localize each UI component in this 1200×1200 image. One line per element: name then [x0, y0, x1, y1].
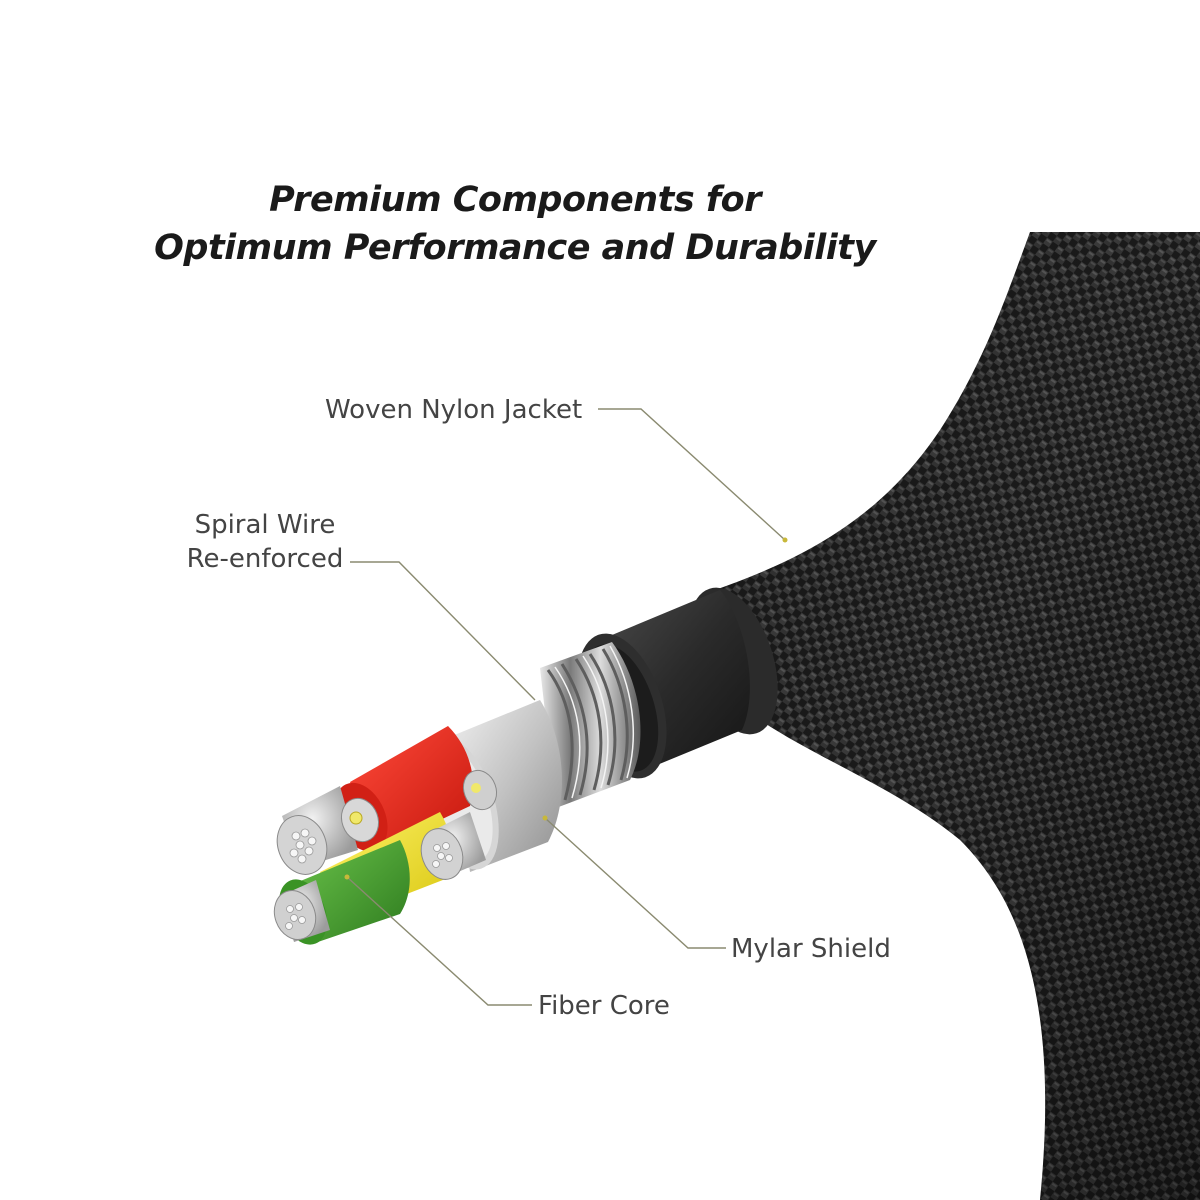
label-woven-nylon-jacket: Woven Nylon Jacket: [325, 395, 583, 425]
spiral-wire-shield: [540, 642, 641, 808]
headline-line-2: Optimum Performance and Durability: [154, 228, 876, 268]
woven-nylon-jacket: [688, 232, 1200, 1200]
label-fiber-core: Fiber Core: [538, 991, 670, 1021]
leader-dots: [344, 537, 788, 880]
leader-woven-jacket: [598, 408, 786, 541]
strand-bundle-left: [276, 786, 358, 875]
strand-bundle-right: [420, 812, 486, 880]
headline-line-1: Premium Components for: [269, 180, 761, 220]
label-spiral-wire-line-2: Re-enforced: [186, 544, 344, 574]
strand-bundle-inner: [462, 769, 498, 811]
label-spiral-wire-line-1: Spiral Wire: [194, 510, 336, 540]
strand-bundle-top: [340, 797, 380, 843]
leader-fiber-core: [346, 876, 532, 1006]
leader-spiral-wire: [350, 561, 536, 701]
leader-lines: [346, 408, 786, 1006]
label-mylar-shield: Mylar Shield: [731, 934, 891, 964]
leader-mylar-shield: [544, 817, 726, 949]
strand-bundle-bottom: [273, 880, 330, 942]
